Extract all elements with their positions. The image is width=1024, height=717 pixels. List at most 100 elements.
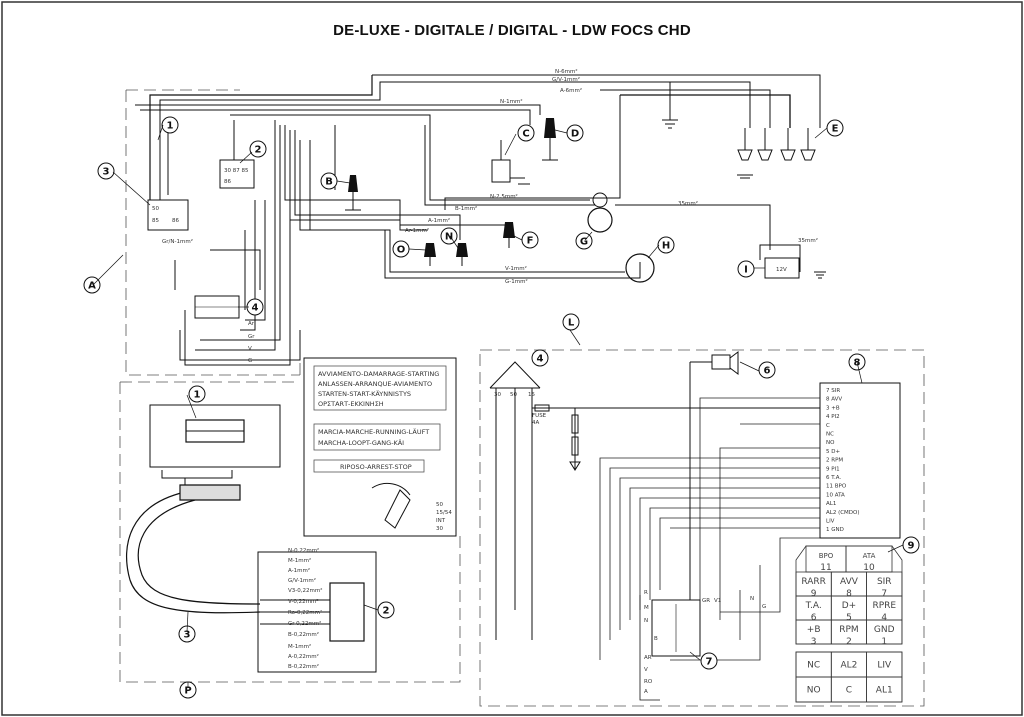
controller-pin: 2 RPM xyxy=(826,458,843,464)
grid-cell: LIV xyxy=(866,651,903,678)
connector-4-block xyxy=(194,295,240,319)
callout-label-n6: 6 xyxy=(764,366,771,377)
panel-wire-10: M-1mm² xyxy=(288,643,311,650)
relay-7 xyxy=(639,595,701,701)
callout-n4: 4 xyxy=(246,298,264,316)
grid-cell-label: C xyxy=(846,686,852,696)
legend-stop: RIPOSO-ARREST-STOP xyxy=(340,463,412,471)
grid-cell: T.A.6 xyxy=(795,595,832,623)
section-a-wire-labels: N-6mm² G/V-1mm² A-6mm² N-1mm² B-1mm² A-1… xyxy=(162,68,818,364)
wire-label-gr1: Gr/N-1mm² xyxy=(162,238,193,245)
battery-voltage: 12V xyxy=(776,267,787,273)
callout-label-D: D xyxy=(571,129,579,140)
wire-label-gr: Gr xyxy=(248,334,255,340)
callout-n1: 1 xyxy=(161,116,179,134)
controller-pin: AL1 xyxy=(826,501,836,507)
callout-label-L: L xyxy=(568,318,575,329)
glow-plugs-e xyxy=(737,128,816,161)
grid-cell-label: RPRE xyxy=(872,601,896,611)
grid-cell-pin: 3 xyxy=(811,637,817,647)
relay-2: 30 87 85 86 xyxy=(219,159,255,189)
controller-pin: 5 D+ xyxy=(826,449,840,455)
svg-text:86: 86 xyxy=(172,218,179,224)
wire-label-v1: V-1mm² xyxy=(505,265,527,272)
relay-7-terms: R M N B AR V RO A GR V1 N G xyxy=(644,590,766,695)
callout-label-n9: 9 xyxy=(908,541,915,552)
sensor-f xyxy=(503,222,515,248)
controller-pin: 1 GND xyxy=(826,527,844,533)
controller-pin: 4 PI2 xyxy=(826,414,840,420)
connector-grid-9: BPO11ATA10RARR9AVV8SIR7T.A.6D+5RPRE4+B3R… xyxy=(795,545,903,703)
wire-label-n1: N-1mm² xyxy=(500,98,523,105)
callout-label-n2b: 2 xyxy=(383,606,390,617)
grid-cell-label: SIR xyxy=(877,577,892,587)
relay-term-ro: RO xyxy=(644,679,653,685)
relay-term-n: N xyxy=(644,618,648,624)
callout-label-n1b: 1 xyxy=(194,390,201,401)
wire-label-a6: A-6mm² xyxy=(560,87,582,94)
grid-cell: SIR 7 xyxy=(866,571,903,599)
connector-1-p xyxy=(149,404,281,493)
wire-label-n25: N-2,5mm² xyxy=(490,193,518,200)
cable-harness xyxy=(126,484,261,614)
callout-I: I xyxy=(737,260,755,278)
controller-8 xyxy=(819,382,901,539)
callout-D: D xyxy=(566,124,584,142)
legend-starting-3: STARTEN-START-KÄYNNISTYS xyxy=(318,389,411,398)
grid-cell-pin: 11 xyxy=(820,563,831,573)
plug-term-gr: GR xyxy=(702,598,710,604)
callout-label-A: A xyxy=(88,281,96,292)
battery-i: 12V xyxy=(764,257,800,279)
sensor-n xyxy=(456,243,468,266)
wire-label-ar: Ar xyxy=(248,321,255,327)
callout-n1b: 1 xyxy=(188,385,206,403)
callout-B: B xyxy=(320,172,338,190)
grid-cell-label: LIV xyxy=(877,661,892,671)
grid-cell-label: AL1 xyxy=(876,686,893,696)
panel-wire-labels: N-0,22mm² M-1mm² A-1mm² G/V-1mm² V3-0,22… xyxy=(288,547,322,670)
controller-pin: 6 T.A. xyxy=(826,475,841,481)
sensor-o xyxy=(424,243,436,266)
switch-term-15-54: 15/54 xyxy=(436,510,452,516)
callout-A: A xyxy=(83,276,101,294)
grid-cell-label: D+ xyxy=(842,601,856,611)
switch-l-15: 15 xyxy=(528,392,535,398)
grid-cell: +B3 xyxy=(795,619,832,647)
section-l xyxy=(479,349,925,707)
callout-G: G xyxy=(575,232,593,250)
callout-label-I: I xyxy=(744,265,748,276)
grid-cell-pin: 9 xyxy=(811,589,817,599)
controller-pin: 11 BPO xyxy=(826,484,847,490)
controller-pin: 9 PI1 xyxy=(826,466,840,472)
wire-label-n35: 35mm² xyxy=(678,200,698,207)
grid-cell-pin: 6 xyxy=(811,613,817,623)
callout-label-n4: 4 xyxy=(252,303,259,314)
panel-wire-6: V-0,22mm² xyxy=(288,598,319,605)
wire-label-n6: N-6mm² xyxy=(555,68,578,75)
wire-label-gv1: G/V-1mm² xyxy=(552,76,580,83)
key-switch-legend: AVVIAMENTO-DAMARRAGE-STARTING ANLASSEN-A… xyxy=(303,357,457,537)
alternator-g xyxy=(587,192,613,233)
controller-pin: C xyxy=(826,423,830,429)
grid-cell: NO xyxy=(795,676,832,703)
grid-cell: NC xyxy=(795,651,832,678)
wire-label-b1: B-1mm² xyxy=(455,205,477,212)
controller-wiring xyxy=(599,397,820,661)
callout-N: N xyxy=(440,227,458,245)
grid-cell-pin: 7 xyxy=(881,589,887,599)
callout-n7: 7 xyxy=(700,652,718,670)
relay-term-m: M xyxy=(644,605,649,611)
sensor-b xyxy=(345,175,361,211)
legend-starting-4: ΟΡΣΤΑRΤ-ΕΚΚΙΝΗΣΗ xyxy=(318,400,384,408)
controller-pin: AL2 (CMDO) xyxy=(826,510,860,516)
fuse-rating: 4A xyxy=(532,420,539,426)
callout-E: E xyxy=(826,119,844,137)
callout-label-n3b: 3 xyxy=(184,630,191,641)
